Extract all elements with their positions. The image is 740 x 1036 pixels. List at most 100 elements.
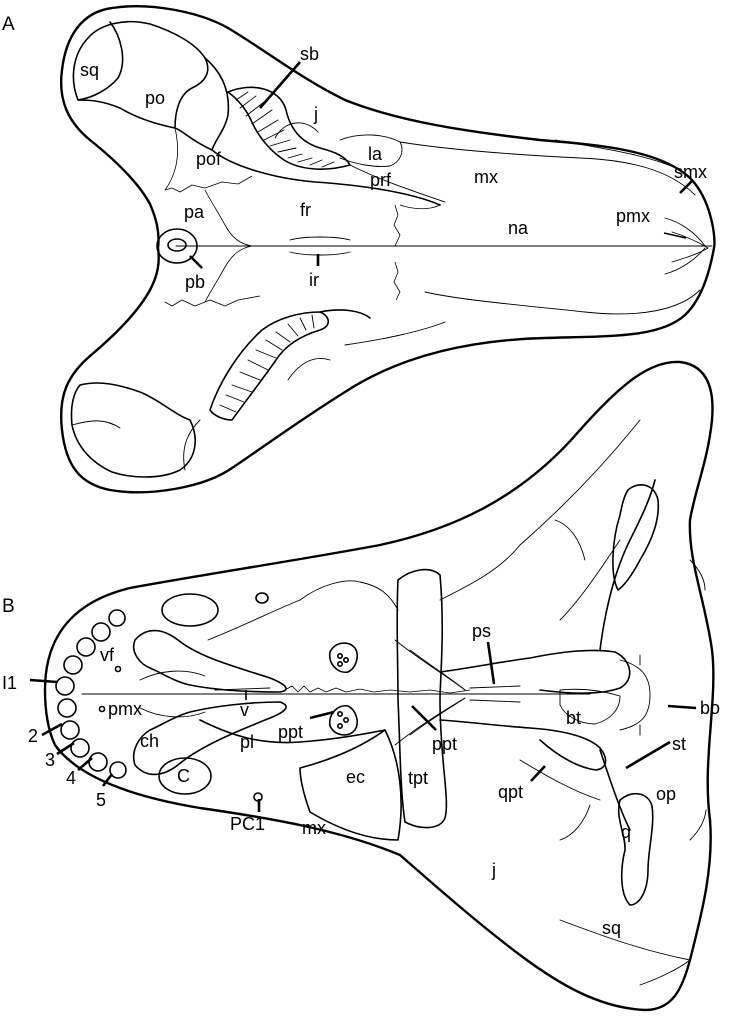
panel-a-suture-pa-fr-bottom	[204, 245, 253, 303]
panel-a-pof-border-top	[174, 127, 213, 151]
tooth-socket-4	[88, 752, 108, 772]
label-j-ventral: j	[491, 860, 496, 880]
panel-a-maxilla-line-top	[399, 141, 696, 196]
pmx-inner-lines	[139, 670, 206, 718]
leader-ps	[486, 641, 496, 685]
ppt-pit-lower	[328, 704, 358, 736]
panel-a-leader-pmx	[663, 232, 687, 239]
tooth-socket-5	[109, 761, 127, 779]
palatine-plate	[199, 719, 386, 744]
label-4: 4	[66, 768, 76, 788]
panel-a-orbit-rim-bottom	[319, 309, 371, 319]
label-sb: sb	[300, 44, 319, 64]
panel-a-leader-sb	[259, 61, 301, 109]
panel-a-sb-bar-top	[227, 86, 351, 170]
leader-ppt-right	[411, 705, 437, 731]
panel-a-orbit-inner-top	[274, 122, 319, 139]
panel-a-pmx-inner-lower	[671, 247, 709, 263]
label-ppt-left: ppt	[278, 722, 303, 742]
panel-a-orbit-rim-top	[204, 57, 441, 206]
label-smx: smx	[674, 162, 707, 182]
panel-a-dorsal-view: A	[2, 5, 716, 494]
leader-5	[101, 773, 114, 787]
pit-dot	[336, 722, 343, 729]
label-na: na	[508, 218, 529, 238]
palatal-suture	[284, 685, 471, 694]
panel-a-pineal-foramen	[167, 238, 187, 252]
ppt-pit-upper	[328, 642, 358, 674]
panel-a-suture-fr-na-bottom	[393, 261, 401, 301]
leader-2	[41, 722, 63, 737]
label-c: C	[177, 766, 190, 786]
tooth-socket-2	[60, 720, 80, 740]
ectopterygoid-plate	[299, 729, 402, 841]
panel-a-suture-pof-fr-bottom	[164, 295, 261, 307]
label-3: 3	[45, 750, 55, 770]
pit-dot	[342, 656, 349, 663]
maxillary-opening	[161, 593, 219, 627]
pc1-foramen	[253, 792, 263, 802]
panel-a-sb-hatch-bottom	[219, 314, 315, 413]
label-vf: vf	[100, 645, 115, 665]
label-5: 5	[96, 790, 106, 810]
label-ec: ec	[346, 767, 365, 787]
panel-b-ventral-view: B	[2, 360, 720, 1012]
label-tpt: tpt	[408, 768, 428, 788]
tooth-socket-i1	[55, 676, 75, 696]
qpt-lower	[519, 759, 601, 801]
label-st: st	[672, 734, 686, 754]
panel-a-sq-inner-bottom	[71, 420, 121, 429]
panel-a-suture-fr-na-top	[393, 204, 401, 247]
basicranium-lower	[439, 719, 607, 771]
panel-a-sb-bar-bottom	[209, 311, 330, 421]
parasphenoid-streaks	[394, 639, 521, 746]
tooth-socket	[76, 637, 96, 657]
panel-a-sq-border-top	[77, 21, 124, 101]
vomer-line	[214, 687, 271, 691]
panel-a-prefrontal-edge-top	[349, 164, 446, 203]
panel-a-skull-outline	[60, 5, 716, 494]
label-po: po	[145, 88, 165, 108]
leader-bo	[667, 704, 697, 710]
qpt-upper	[559, 539, 621, 621]
label-pb: pb	[185, 272, 205, 292]
panel-a-lacrimal-top	[339, 134, 403, 167]
label-op: op	[656, 784, 676, 804]
panel-a-suture-pa-fr-top	[204, 189, 253, 247]
quadrate-ramus-lower	[599, 749, 631, 831]
label-fr: fr	[300, 200, 311, 220]
panel-b-letter: B	[2, 596, 15, 617]
label-mx-dorsal: mx	[474, 167, 498, 187]
label-sq-ventral: sq	[602, 918, 621, 938]
label-v: v	[240, 700, 249, 720]
label-sq-dorsal: sq	[80, 60, 99, 80]
pit-dot	[336, 710, 343, 717]
panel-a-pof-bottom-edge	[183, 419, 201, 471]
label-la: la	[368, 144, 383, 164]
leader-st	[625, 740, 671, 770]
tooth-socket-3	[70, 738, 90, 758]
label-ir: ir	[309, 270, 319, 290]
leader-qpt	[530, 765, 546, 782]
leader-ppt-left	[309, 710, 335, 720]
palatine-upper-edge	[299, 580, 399, 611]
quadrate-ramus-upper	[599, 479, 656, 651]
label-pc1: PC1	[230, 814, 265, 834]
label-mx-ventral: mx	[302, 818, 326, 838]
st-lines	[554, 519, 591, 841]
basal-tubera	[559, 688, 621, 725]
panel-a-squamosal-top	[72, 20, 209, 129]
upper-squamosal-process	[612, 484, 660, 591]
panel-a-pmx-upper	[664, 217, 706, 247]
choana-upper	[132, 629, 287, 693]
label-ppt-right: ppt	[432, 734, 457, 754]
panel-a-pmx-inner-upper	[671, 231, 709, 249]
tooth-socket	[108, 609, 126, 627]
quadrate	[618, 793, 654, 906]
maxillary-foramen	[255, 592, 269, 604]
sq-lower-line	[559, 919, 691, 961]
panel-a-lacrimal-bottom	[344, 321, 446, 346]
panel-a-letter: A	[2, 14, 15, 35]
label-qpt: qpt	[498, 782, 523, 802]
panel-a-na-top-edge	[399, 204, 441, 210]
